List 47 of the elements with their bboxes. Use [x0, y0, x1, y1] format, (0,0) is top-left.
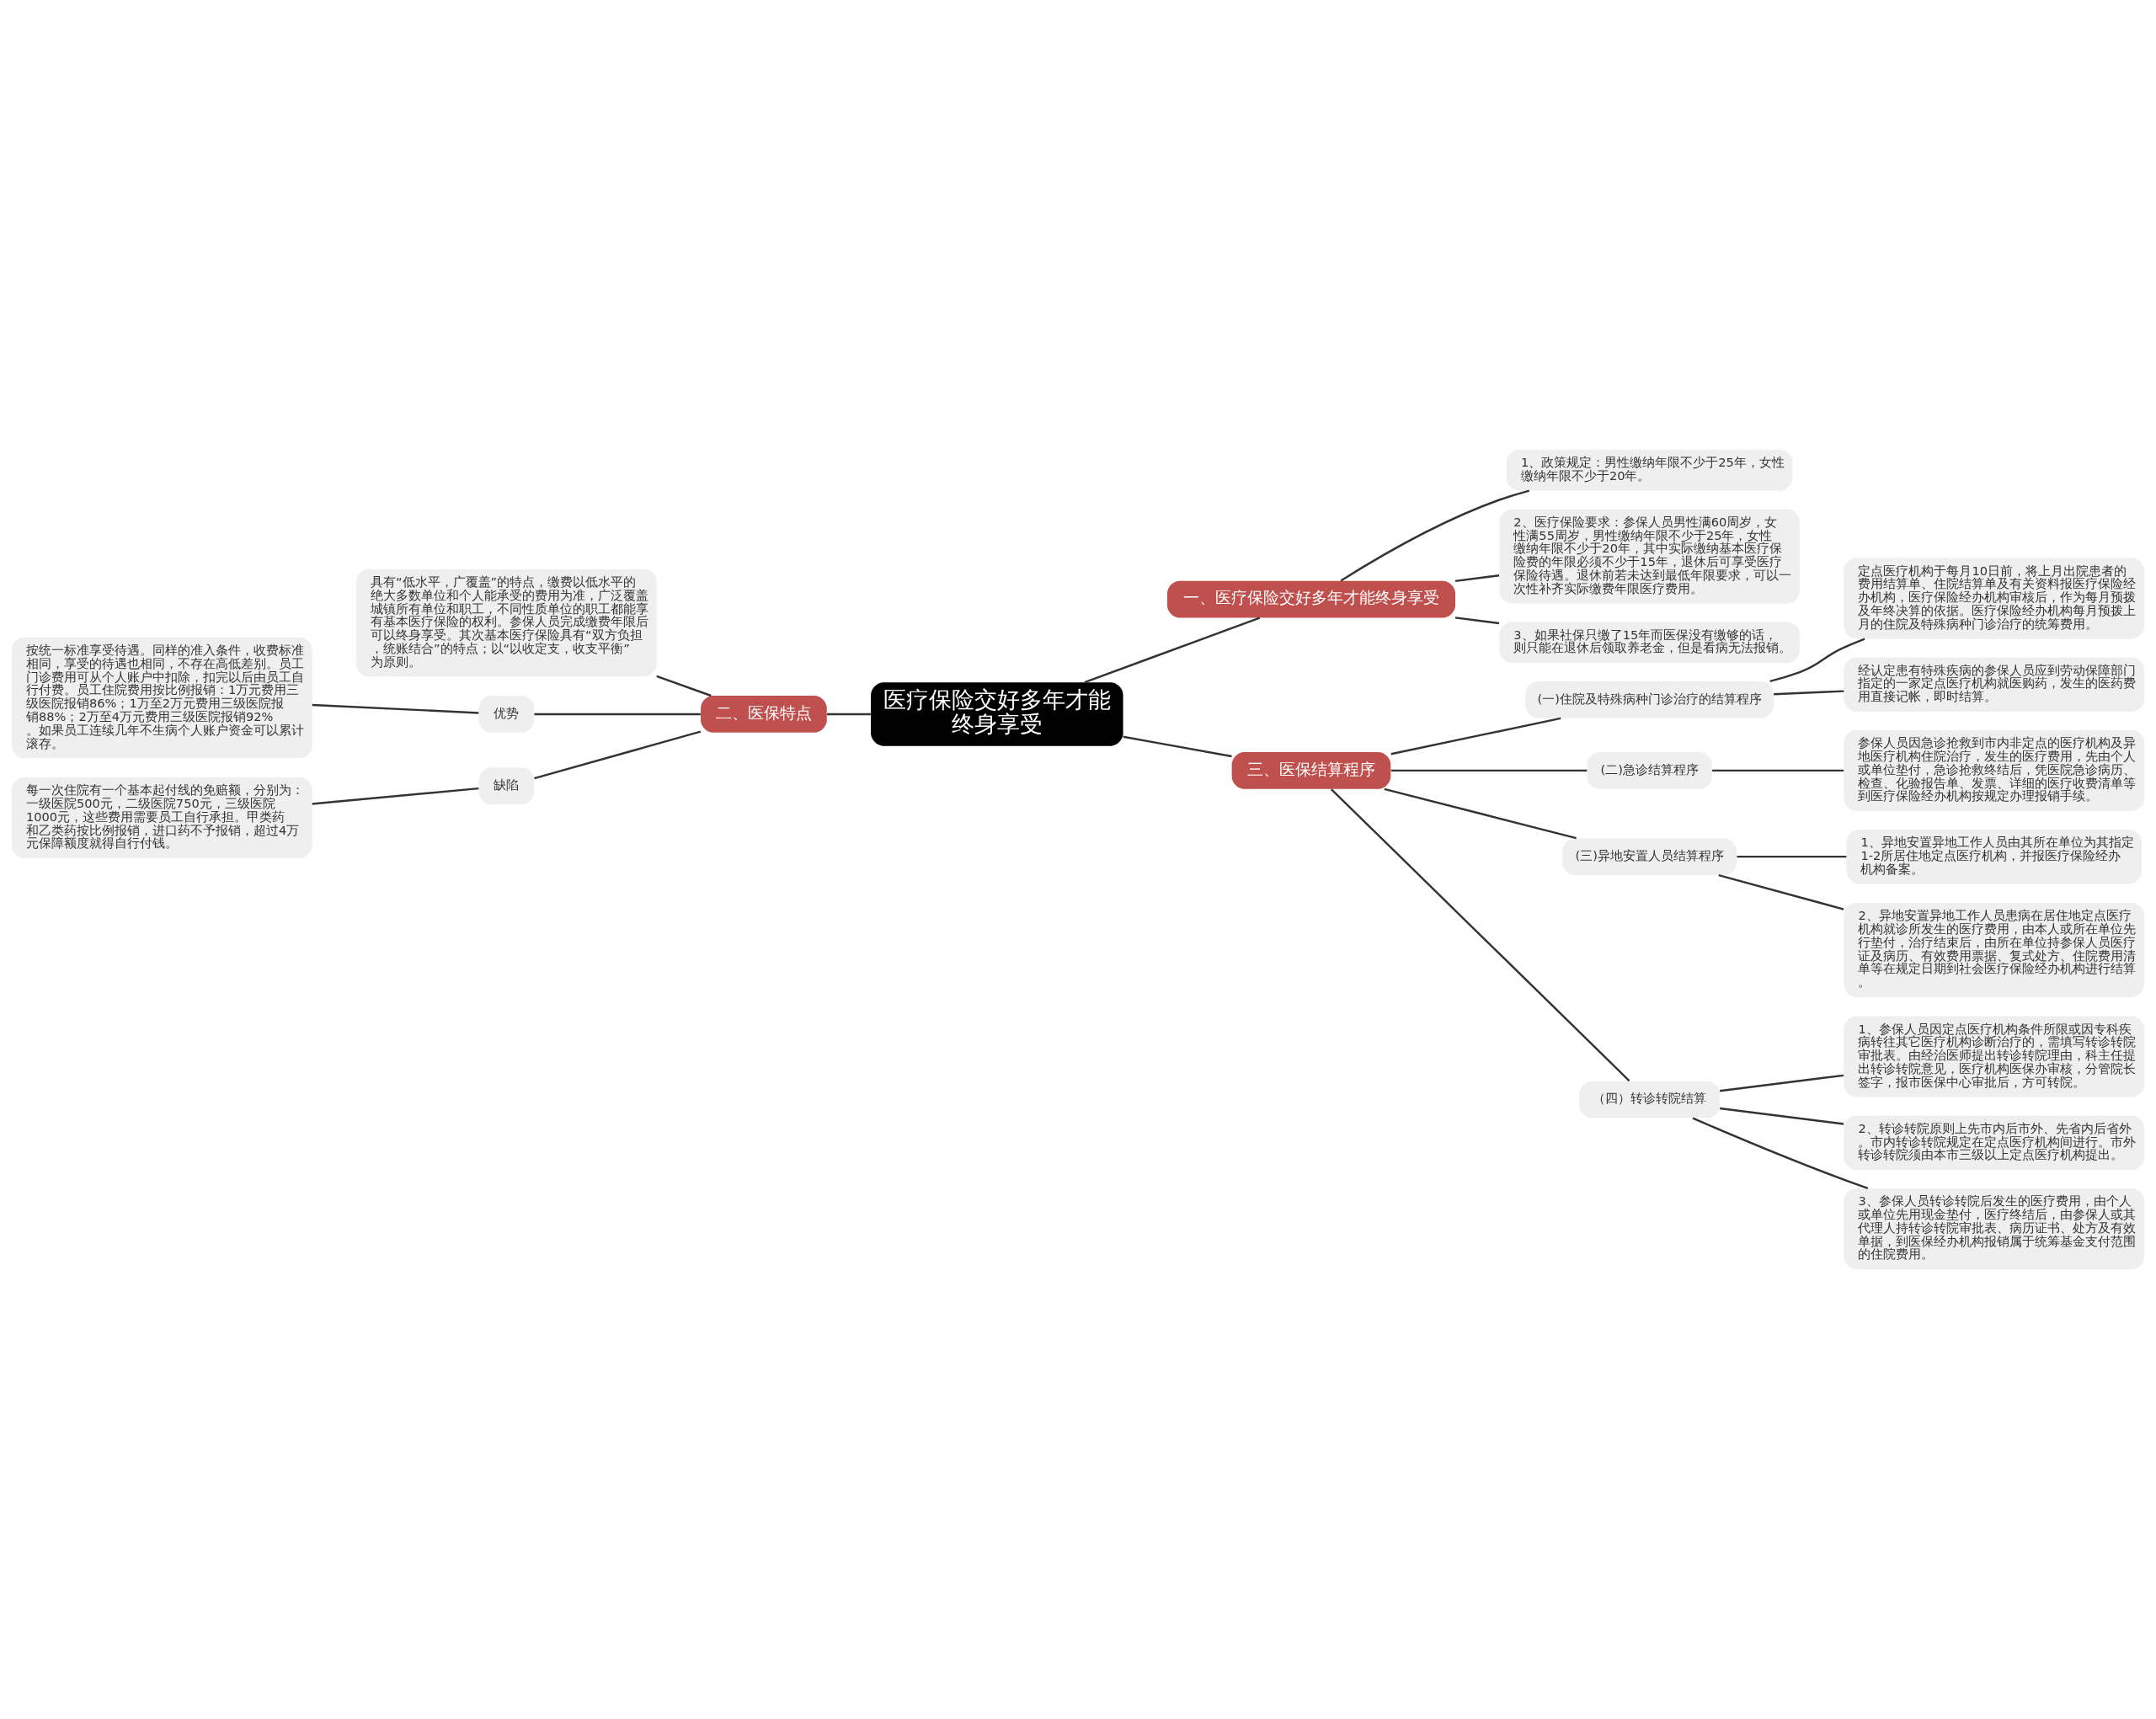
- connector: [1454, 574, 1500, 583]
- connector: [1384, 787, 1577, 840]
- node-box: 二、医保特点: [701, 696, 827, 733]
- connector: [534, 713, 701, 716]
- node-box: 缺陷: [478, 767, 535, 805]
- connector: [1737, 855, 1847, 858]
- connector: [1712, 769, 1844, 772]
- connector: [1692, 1117, 1869, 1190]
- connector: [312, 787, 479, 805]
- node-box: 3、参保人员转诊转院后发生的医疗费用，由个人或单位先用现金垫付，医疗终结后，由参保人或其代理人持转诊转院审批表、病历证书、处方及有效单据，到医保经办机构报销属于统筹基金支付范围的住院费用。: [1844, 1188, 2145, 1270]
- node-box: 优势: [478, 696, 535, 733]
- node-box: (一)住院及特殊病种门诊治疗的结算程序: [1525, 681, 1774, 718]
- connector: [1340, 489, 1530, 582]
- node-box: 2、医疗保险要求：参保人员男性满60周岁，女性满55周岁，男性缴纳年限不少于25年，女性缴纳年限不少于20年，其中实际缴纳基本医疗保险费的年限必须不少于15年，退休后可享受医疗保险待遇。退休前若未达到最低年限要求，可以一次性补齐实际缴费年限医疗费用。: [1499, 509, 1800, 604]
- connector: [1720, 1107, 1844, 1125]
- node-box: 医疗保险交好多年才能终身享受: [871, 682, 1123, 746]
- node-box: (三)异地安置人员结算程序: [1562, 838, 1737, 876]
- connector: [656, 675, 712, 697]
- connector: [1720, 1074, 1844, 1092]
- node-box: 定点医疗机构于每月10日前，将上月出院患者的费用结算单、住院结算单及有关资料报医疗保险经办机构，医疗保险经办机构审核后，作为每月预拨及年终决算的依据。医疗保险经办机构每月预拨上月的住院及特殊病种门诊治疗的统筹费用。: [1844, 558, 2145, 639]
- connector: [1774, 690, 1844, 696]
- node-box: 2、异地安置异地工作人员患病在居住地定点医疗机构就诊所发生的医疗费用，由本人或所在单位先行垫付，治疗结束后，由所在单位持参保人员医疗证及病历、有效费用票据、复式处方、住院费用清单等在规定日期到社会医疗保险经办机构进行结算。: [1844, 902, 2145, 997]
- node-box: (二)急诊结算程序: [1587, 752, 1712, 789]
- node-box: 经认定患有特殊疾病的参保人员应到劳动保障部门指定的一家定点医疗机构就医购药，发生的医药费用直接记帐，即时结算。: [1844, 657, 2145, 712]
- node-box: （四）转诊转院结算: [1579, 1081, 1721, 1118]
- connector: [1330, 788, 1630, 1082]
- connector: [1390, 717, 1561, 755]
- node-box: 具有“低水平，广覆盖”的特点，缴费以低水平的绝大多数单位和个人能承受的费用为准，广泛覆盖城镇所有单位和职工，不同性质单位的职工都能享有基本医疗保险的权利。参保人员完成缴费年限后可以终身享受。其次基本医疗保险具有“双方负担，统账结合”的特点；以“以收定支，收支平衡”为原则。: [356, 569, 657, 677]
- connector: [1718, 874, 1844, 910]
- node-box: 每一次住院有一个基本起付线的免赔额，分别为：一级医院500元，二级医院750元，三级医院1000元，这些费用需要员工自行承担。甲类药和乙类药按比例报销，进口药不予报销，超过4万元保障额度就得自行付钱。: [11, 777, 312, 858]
- connector: [1454, 617, 1500, 625]
- node-box: 三、医保结算程序: [1231, 752, 1391, 789]
- node-box: 1、参保人员因定点医疗机构条件所限或因专科疾病转往其它医疗机构诊断治疗的，需填写转诊转院审批表。由经治医师提出转诊转院理由，科主任提出转诊转院意见，医疗机构医保办审核，分管院长签字，报市医保中心审批后，方可转院。: [1844, 1016, 2145, 1097]
- connector: [1390, 769, 1588, 772]
- connector: [1084, 617, 1261, 684]
- node-box: 1、异地安置异地工作人员由其所在单位为其指定1-2所居住地定点医疗机构，并报医疗保险经办机构备案。: [1846, 829, 2142, 884]
- connector: [312, 703, 479, 714]
- node-box: 2、转诊转院原则上先市内后市外、先省内后省外。市内转诊转院规定在定点医疗机构间进行。市外转诊转院须由本市三级以上定点医疗机构提出。: [1844, 1115, 2145, 1171]
- node-box: 一、医疗保险交好多年才能终身享受: [1166, 580, 1455, 618]
- connector: [534, 730, 702, 780]
- connector: [827, 713, 871, 716]
- node-box: 1、政策规定：男性缴纳年限不少于25年，女性缴纳年限不少于20年。: [1506, 449, 1793, 491]
- connector: [1123, 735, 1232, 758]
- connector: [1769, 638, 1865, 683]
- node-box: 按统一标准享受待遇。同样的准入条件，收费标准相同，享受的待遇也相同，不存在高低差别。员工门诊费用可从个人账户中扣除，扣完以后由员工自行付费。员工住院费用按比例报销：1万元费用三级医院报销86%；1万至2万元费用三级医院报销88%；2万至4万元费用三级医院报销92%。如果员工连续几年不生病个人账户资金可以累计滚存。: [11, 637, 312, 759]
- node-box: 参保人员因急诊抢救到市内非定点的医疗机构及异地医疗机构住院治疗，发生的医疗费用，先由个人或单位垫付，急诊抢救终结后，凭医院急诊病历、检查、化验报告单、发票、详细的医疗收费清单等到医疗保险经办机构按规定办理报销手续。: [1844, 729, 2145, 811]
- node-box: 3、如果社保只缴了15年而医保没有缴够的话，则只能在退休后领取养老金，但是看病无法报销。: [1499, 622, 1800, 664]
